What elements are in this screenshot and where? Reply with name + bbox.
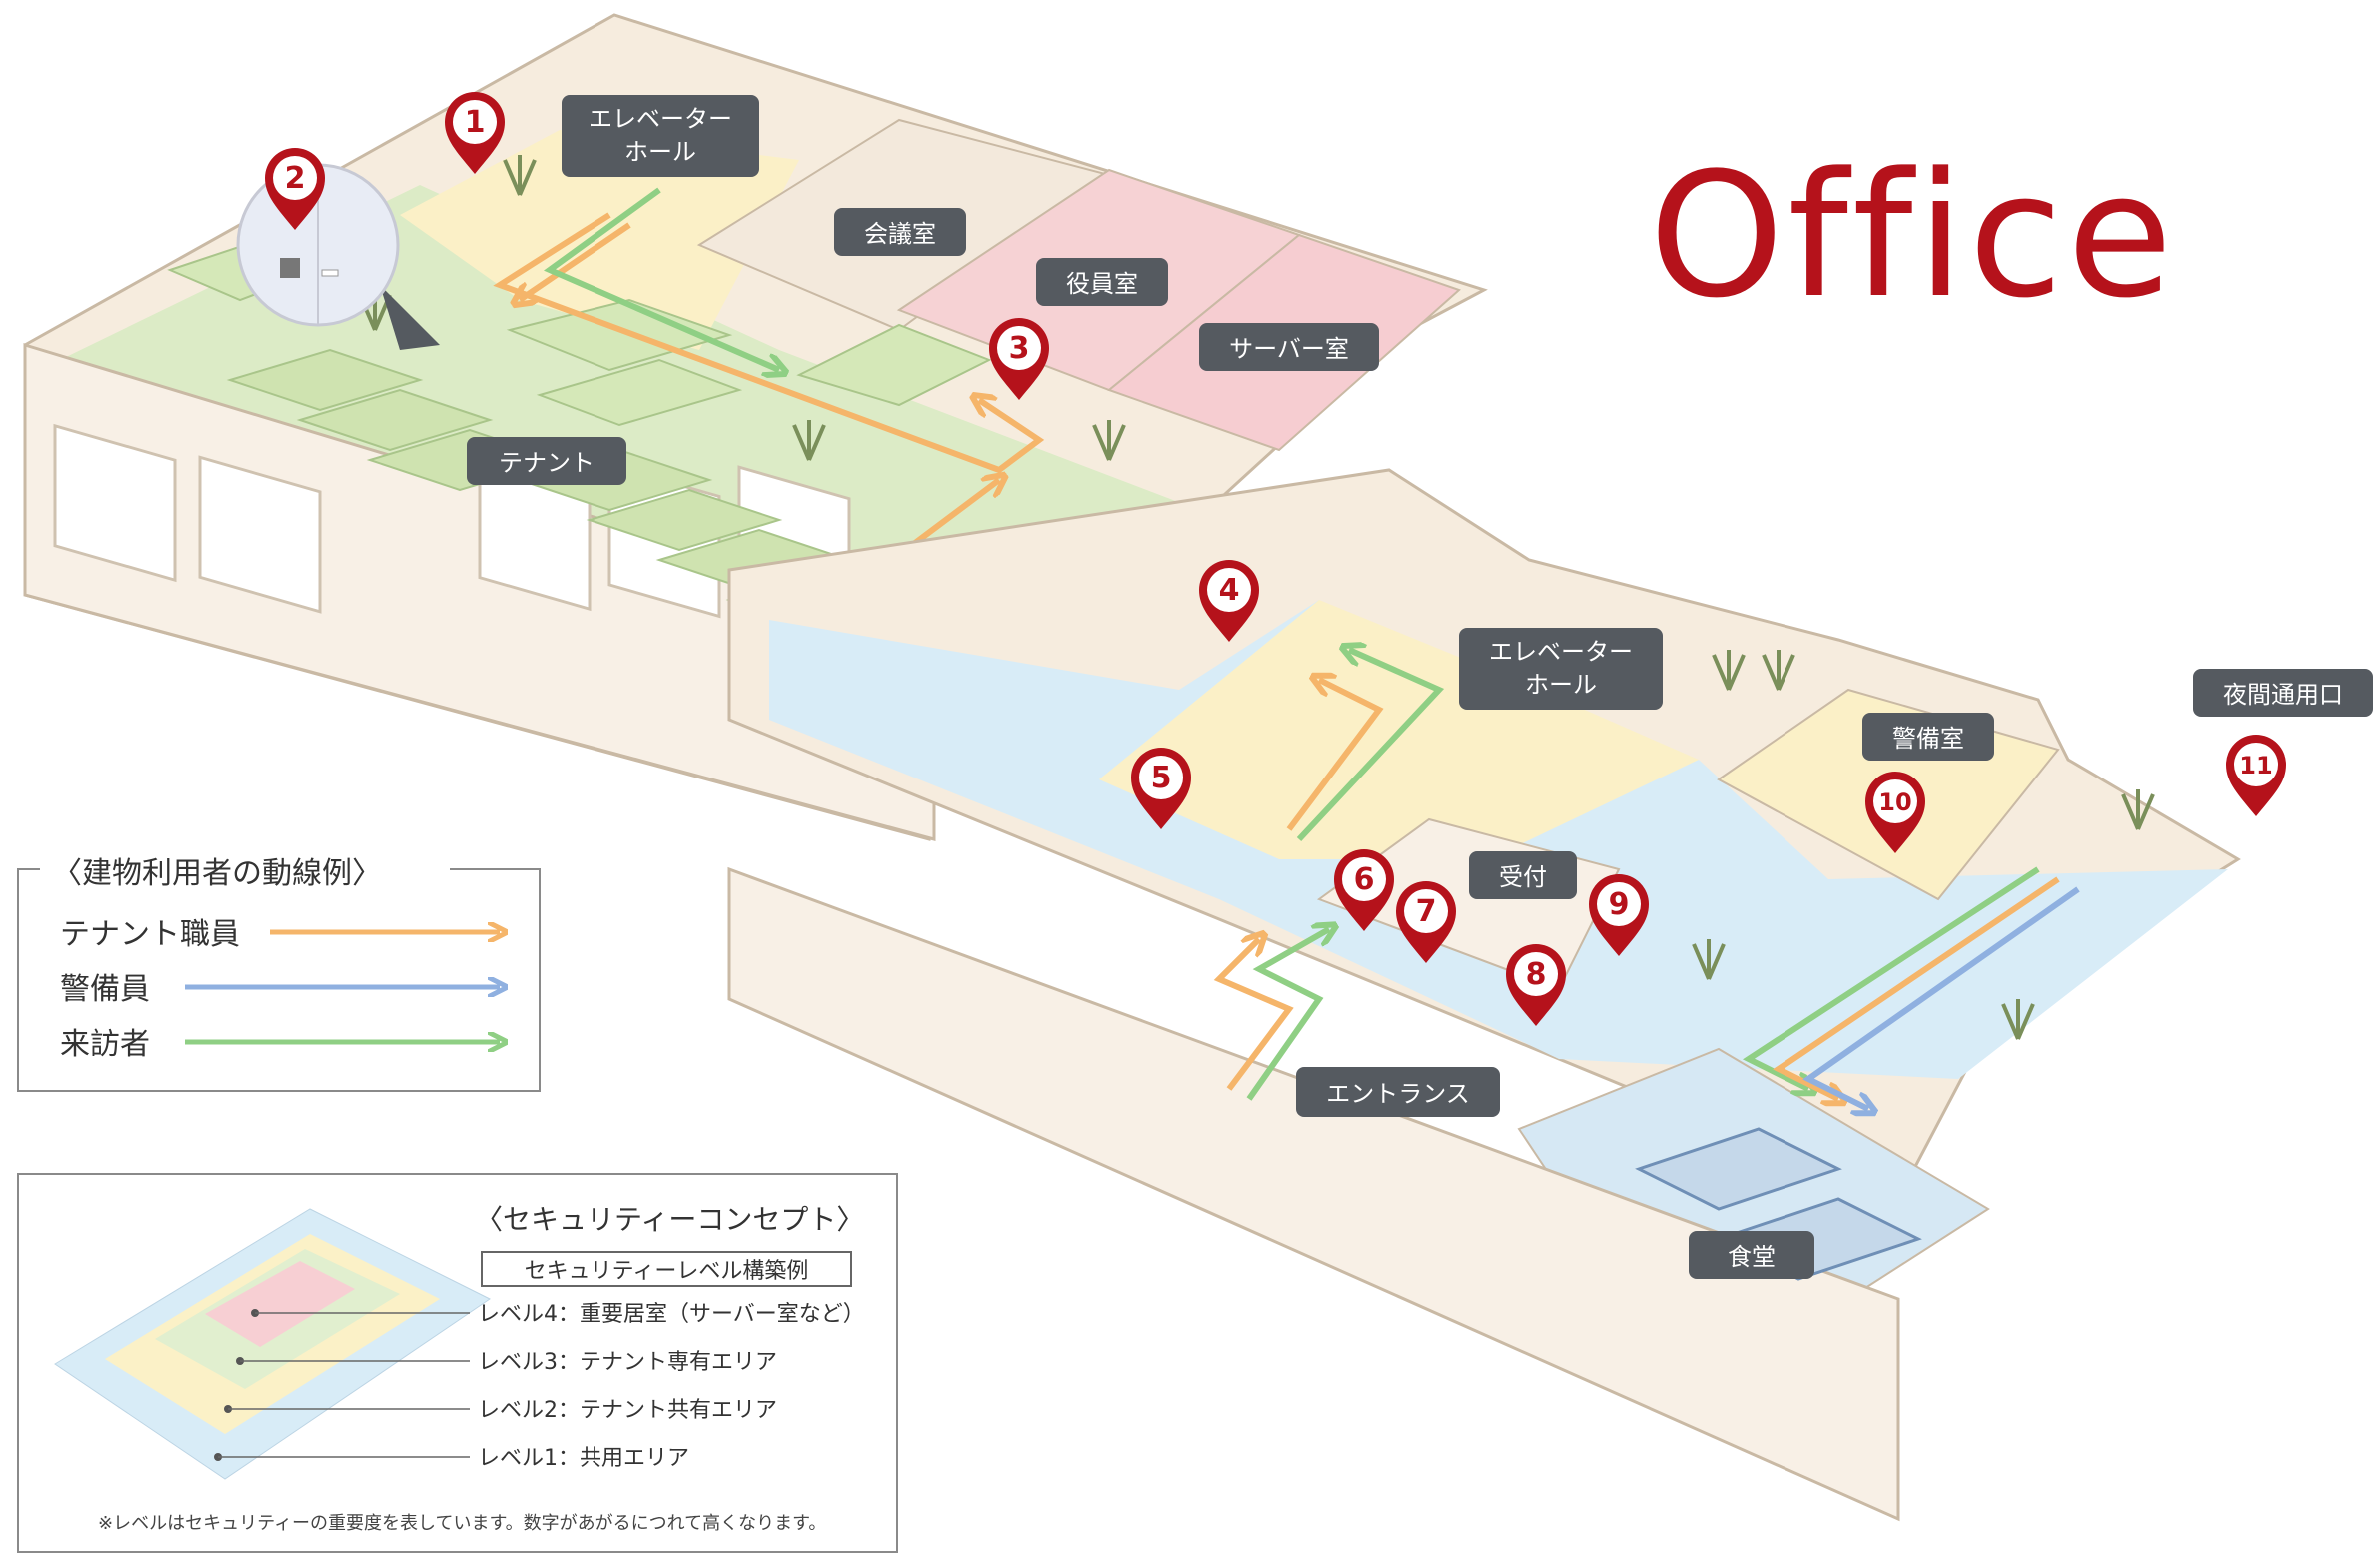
route-legend: 〈建物利用者の動線例〉 テナント職員 警備員 来訪者 — [17, 854, 541, 1092]
plant-icon — [1692, 650, 2155, 1040]
tenant-staff-route-night — [1773, 876, 2060, 1099]
lower-floor — [727, 468, 2241, 1522]
security-level-4-area — [205, 1261, 355, 1347]
label-night-entrance: 夜間通用口 — [2193, 669, 2373, 717]
label-entrance-text: エントランス — [1326, 1080, 1470, 1108]
marker-pin-4: 4 — [1199, 560, 1259, 642]
guard-route-night — [1802, 886, 2080, 1109]
card-reader-icon — [280, 258, 300, 278]
page-title: Office — [1649, 135, 2177, 336]
label-meeting-room: 会議室 — [834, 208, 966, 256]
label-elevator-hall-mid-line1: エレベーター — [1489, 638, 1633, 666]
visitor-route-night — [1742, 866, 2040, 1089]
lower-front-wall — [727, 866, 1900, 1522]
label-elevator-hall-top-line1: エレベーター — [589, 105, 732, 133]
visitor-route-hall — [1296, 650, 1445, 842]
marker-pin-7-number: 7 — [1416, 894, 1437, 929]
label-reception: 受付 — [1469, 851, 1577, 899]
security-concept-subtitle: セキュリティーレベル構築例 — [525, 1259, 809, 1284]
room-labels: エレベーター ホール 会議室 役員室 サーバー室 テナント エレベーター ホール… — [467, 95, 2373, 1279]
tenant-staff-route-hall — [1286, 680, 1384, 831]
security-concept-title: 〈セキュリティーコンセプト〉 — [475, 1203, 864, 1236]
marker-pin-5: 5 — [1131, 748, 1191, 829]
label-executive-room: 役員室 — [1036, 258, 1168, 306]
window — [198, 455, 322, 614]
marker-pin-1: 1 — [445, 92, 505, 174]
route-legend-item-visitor: 来訪者 — [60, 1027, 150, 1062]
label-server-room: サーバー室 — [1199, 323, 1379, 371]
security-level-2-label: レベル2：テナント共有エリア — [478, 1398, 777, 1423]
label-reception-text: 受付 — [1499, 863, 1547, 891]
label-elevator-hall-top-line2: ホール — [624, 138, 696, 166]
marker-pin-6: 6 — [1334, 849, 1394, 931]
label-cafeteria-text: 食堂 — [1728, 1243, 1776, 1271]
visitor-route-top — [543, 187, 779, 370]
marker-pins: 1 2 3 4 5 6 7 — [265, 92, 2286, 1026]
tenant-staff-route-top — [493, 212, 1045, 474]
tenant-staff-route-entrance — [1213, 939, 1294, 1091]
elevator-hall-top-floor — [400, 130, 799, 350]
marker-pin-10: 10 — [1865, 772, 1925, 853]
route-legend-title: 〈建物利用者の動線例〉 — [52, 856, 382, 891]
label-tenant: テナント — [467, 437, 626, 485]
window — [53, 423, 177, 583]
label-cafeteria: 食堂 — [1689, 1231, 1814, 1279]
visitor-route-entrance — [1246, 929, 1329, 1101]
marker-pin-11-number: 11 — [2239, 752, 2272, 779]
security-level-3-label: レベル3：テナント専有エリア — [478, 1350, 777, 1375]
marker-pin-1-number: 1 — [465, 105, 486, 140]
marker-pin-3-number: 3 — [1009, 331, 1030, 366]
marker-pin-6-number: 6 — [1354, 862, 1375, 897]
label-executive-room-text: 役員室 — [1066, 270, 1138, 298]
marker-pin-8-number: 8 — [1526, 957, 1547, 992]
label-meeting-room-text: 会議室 — [864, 220, 936, 248]
label-elevator-hall-top: エレベーター ホール — [562, 95, 759, 177]
marker-pin-9-number: 9 — [1609, 887, 1630, 922]
label-tenant-text: テナント — [499, 449, 595, 477]
marker-pin-10-number: 10 — [1878, 788, 1911, 816]
label-server-room-text: サーバー室 — [1229, 335, 1349, 363]
route-legend-item-tenant-staff: テナント職員 — [60, 917, 240, 952]
marker-pin-11: 11 — [2226, 735, 2286, 816]
marker-pin-8: 8 — [1506, 944, 1566, 1026]
marker-pin-4-number: 4 — [1219, 573, 1240, 608]
security-level-1-label: レベル1：共用エリア — [478, 1446, 689, 1471]
plant-icon — [358, 155, 1126, 461]
label-elevator-hall-mid-line2: ホール — [1525, 671, 1597, 699]
label-elevator-hall-mid: エレベーター ホール — [1459, 628, 1663, 710]
marker-pin-3: 3 — [989, 318, 1049, 400]
label-guard-room-text: 警備室 — [1892, 725, 1964, 753]
marker-pin-2: 2 — [265, 148, 325, 230]
security-level-4-label: レベル4：重要居室（サーバー室など） — [478, 1302, 865, 1327]
label-entrance: エントランス — [1296, 1067, 1500, 1117]
tenant-staff-route-top — [520, 222, 631, 300]
security-concept-panel: 〈セキュリティーコンセプト〉 セキュリティーレベル構築例 レベル4：重要居室（サ… — [17, 1173, 898, 1553]
marker-pin-5-number: 5 — [1151, 761, 1172, 795]
security-note: ※レベルはセキュリティーの重要度を表しています。数字があがるにつれて高くなります… — [98, 1513, 826, 1534]
label-night-entrance-text: 夜間通用口 — [2223, 681, 2343, 709]
marker-pin-7: 7 — [1396, 881, 1456, 963]
marker-pin-9: 9 — [1589, 874, 1649, 956]
marker-pin-2-number: 2 — [285, 161, 306, 196]
label-guard-room: 警備室 — [1862, 713, 1994, 761]
route-legend-item-guard: 警備員 — [60, 972, 150, 1007]
